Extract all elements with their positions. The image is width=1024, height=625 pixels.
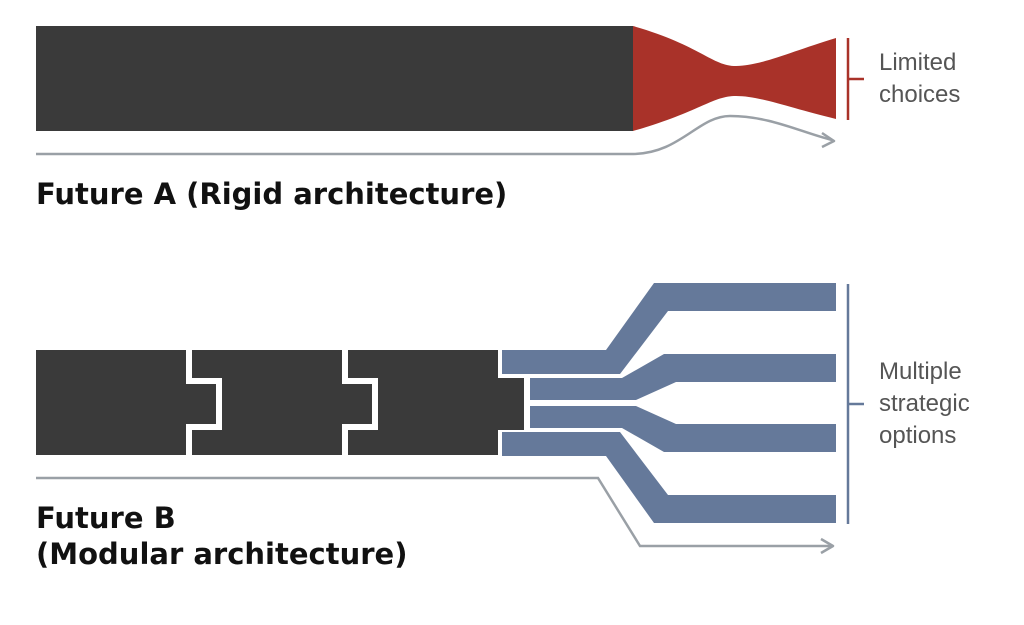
module-block-1 <box>36 350 216 455</box>
limited-choices-bracket <box>846 38 864 120</box>
channel-option-4 <box>502 432 836 523</box>
future-b-path-arrow <box>36 476 832 548</box>
strategic-channels <box>502 283 836 523</box>
future-b-title: Future B (Modular architecture) <box>36 500 407 572</box>
title-line: Future B <box>36 501 176 535</box>
limited-choices-label: Limited choices <box>879 47 960 111</box>
label-line: options <box>879 422 957 449</box>
channel-option-1 <box>502 283 836 374</box>
bottleneck-funnel <box>633 26 836 131</box>
module-block-3 <box>348 350 524 455</box>
title-line: (Modular architecture) <box>36 537 408 571</box>
future-a-arrowhead-icon <box>821 131 836 149</box>
rigid-monolith-block <box>36 26 633 131</box>
multiple-options-bracket <box>846 284 864 524</box>
multiple-options-label: Multiple strategic options <box>879 356 970 452</box>
channel-option-3 <box>530 406 836 452</box>
label-line: choices <box>879 81 961 108</box>
label-line: strategic <box>879 390 970 417</box>
future-a-title: Future A (Rigid architecture) <box>36 177 508 211</box>
modular-blocks <box>36 350 524 455</box>
module-block-2 <box>192 350 372 455</box>
label-line: Multiple <box>879 358 962 385</box>
channel-option-2 <box>530 354 836 400</box>
future-a-path-arrow <box>36 114 833 156</box>
label-line: Limited <box>879 49 957 76</box>
future-b-arrowhead-icon <box>820 537 835 555</box>
